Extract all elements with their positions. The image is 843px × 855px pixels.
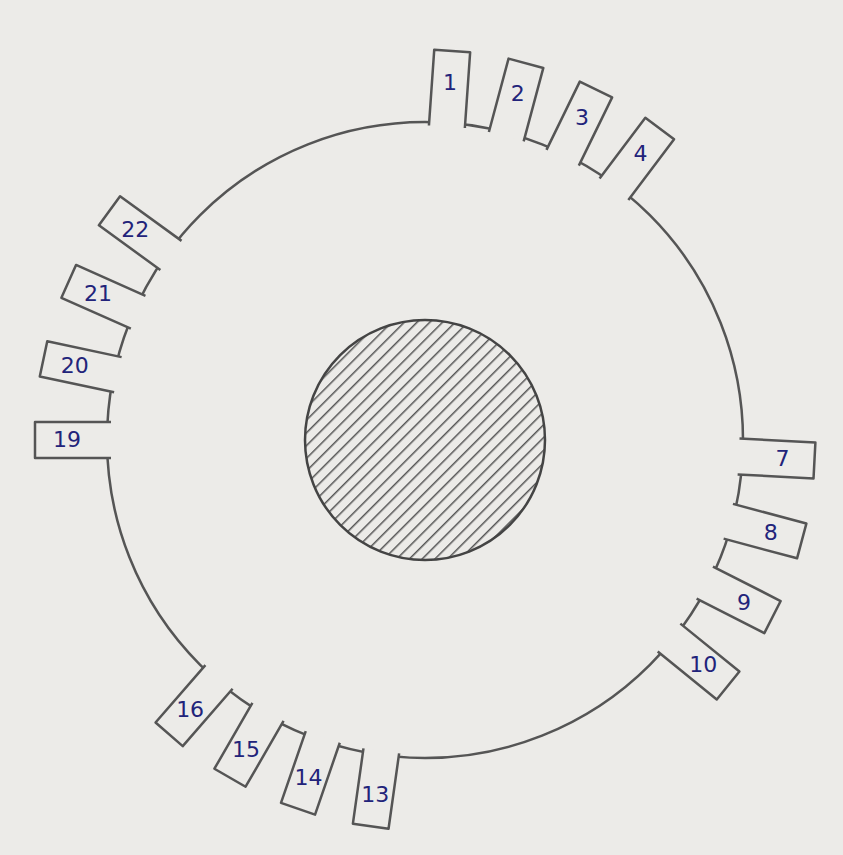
stator-slot	[658, 624, 740, 700]
slot-number: 2	[511, 83, 525, 105]
stator-slot	[40, 341, 122, 392]
stator-slot	[600, 118, 674, 200]
slot-number: 9	[737, 592, 751, 614]
slot-number: 21	[84, 283, 112, 305]
stator-slot	[738, 438, 816, 478]
stator-slot	[546, 82, 612, 166]
stator-slot	[353, 748, 399, 828]
slot-number: 3	[575, 107, 589, 129]
slot-number: 15	[232, 739, 260, 761]
stator-slot	[724, 504, 807, 558]
stator-slot	[214, 703, 283, 787]
shaded-rotor	[305, 320, 545, 560]
slot-number: 20	[61, 355, 89, 377]
slot-number: 8	[764, 522, 778, 544]
slot-number: 4	[633, 143, 647, 165]
stator-slot	[429, 50, 470, 128]
slot-number: 19	[53, 429, 81, 451]
slot-number: 16	[176, 699, 204, 721]
stator-slot	[35, 422, 111, 458]
stator-slot	[61, 265, 145, 329]
slot-number: 22	[121, 219, 149, 241]
slot-number: 10	[689, 654, 717, 676]
stator-slot	[99, 196, 182, 270]
stator-slot	[697, 567, 781, 634]
slot-number: 7	[776, 448, 790, 470]
stator-slot	[489, 59, 543, 142]
slot-number: 14	[294, 767, 322, 789]
slot-group	[35, 50, 815, 829]
stator-slot	[156, 665, 233, 746]
stator-bore-outline	[107, 122, 743, 758]
slot-number: 13	[361, 784, 389, 806]
slot-number: 1	[443, 72, 457, 94]
stator-slot	[281, 731, 340, 815]
